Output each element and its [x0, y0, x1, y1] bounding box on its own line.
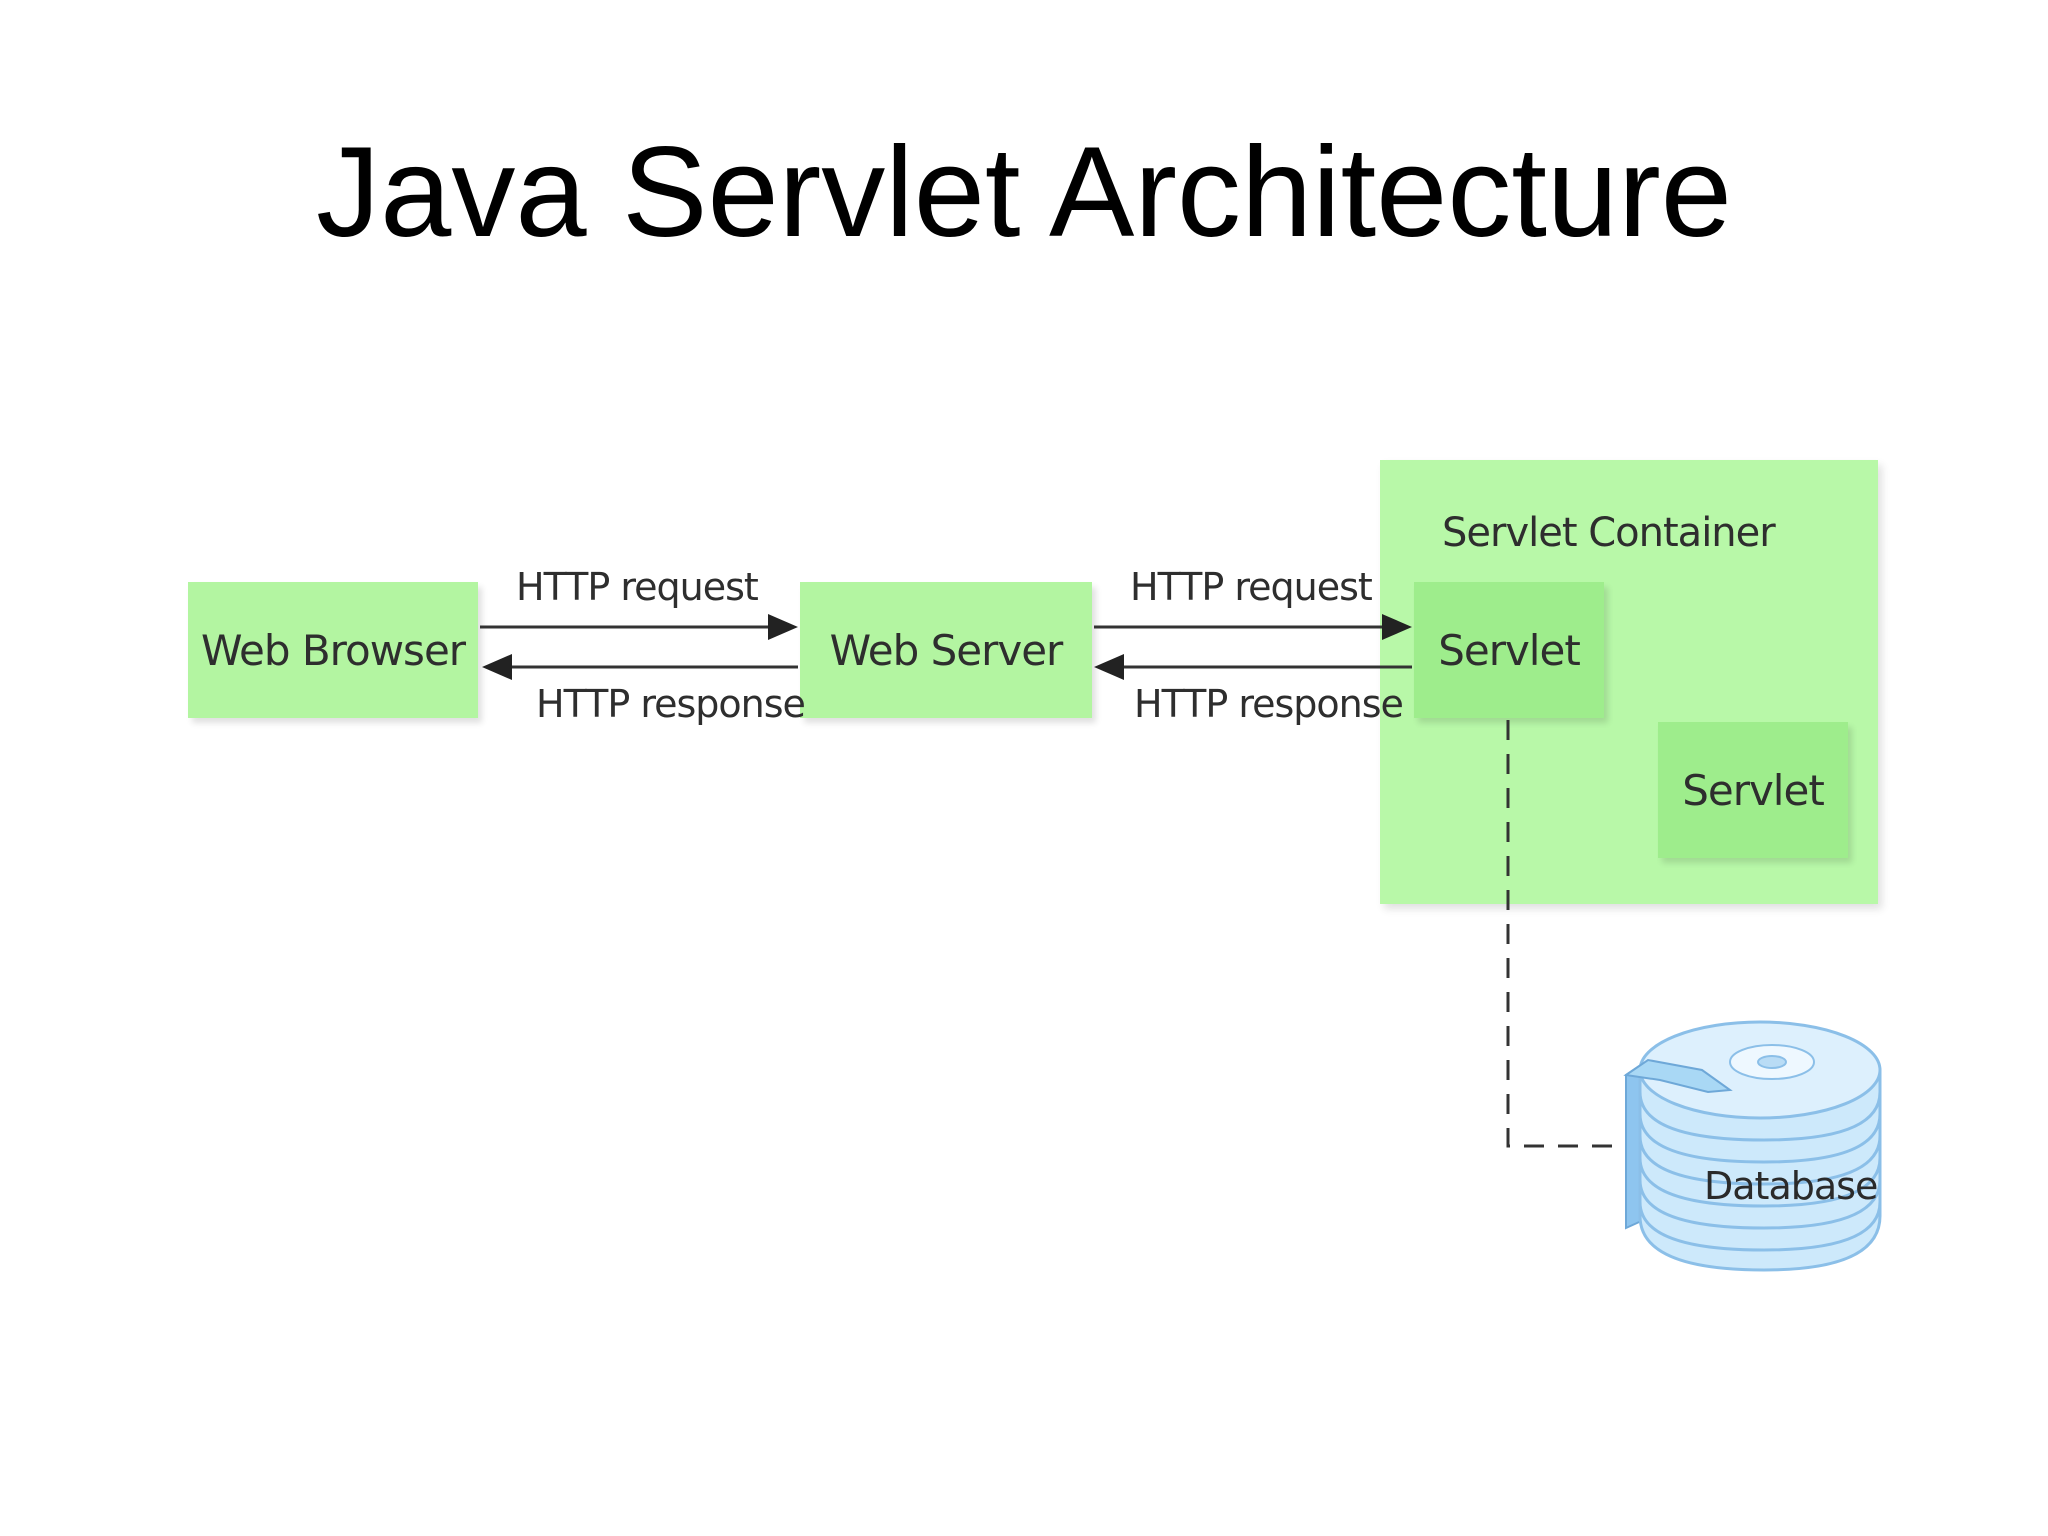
browser-request-label: HTTP request — [516, 565, 759, 609]
arrow-servlet-to-server — [1094, 654, 1412, 680]
web-browser-node: Web Browser — [188, 582, 478, 718]
arrow-server-to-servlet — [1094, 614, 1412, 640]
database-label: Database — [1704, 1164, 1878, 1208]
servlet-node-secondary: Servlet — [1658, 722, 1848, 858]
servlet-node-primary: Servlet — [1414, 582, 1604, 718]
browser-response-label: HTTP response — [536, 682, 806, 726]
web-browser-label: Web Browser — [200, 625, 466, 675]
servlet-secondary-label: Servlet — [1682, 765, 1825, 815]
servlet-request-label: HTTP request — [1130, 565, 1373, 609]
web-server-label: Web Server — [829, 625, 1064, 675]
slide-title: Java Servlet Architecture — [316, 121, 1732, 264]
database-icon — [1623, 1020, 1882, 1272]
servlet-primary-label: Servlet — [1438, 625, 1581, 675]
web-server-node: Web Server — [800, 582, 1092, 718]
servlet-container-label: Servlet Container — [1442, 510, 1776, 556]
arrow-browser-to-server — [480, 614, 798, 640]
servlet-response-label: HTTP response — [1134, 682, 1404, 726]
arrow-server-to-browser — [482, 654, 798, 680]
dashed-connector-database — [1506, 720, 1622, 1148]
